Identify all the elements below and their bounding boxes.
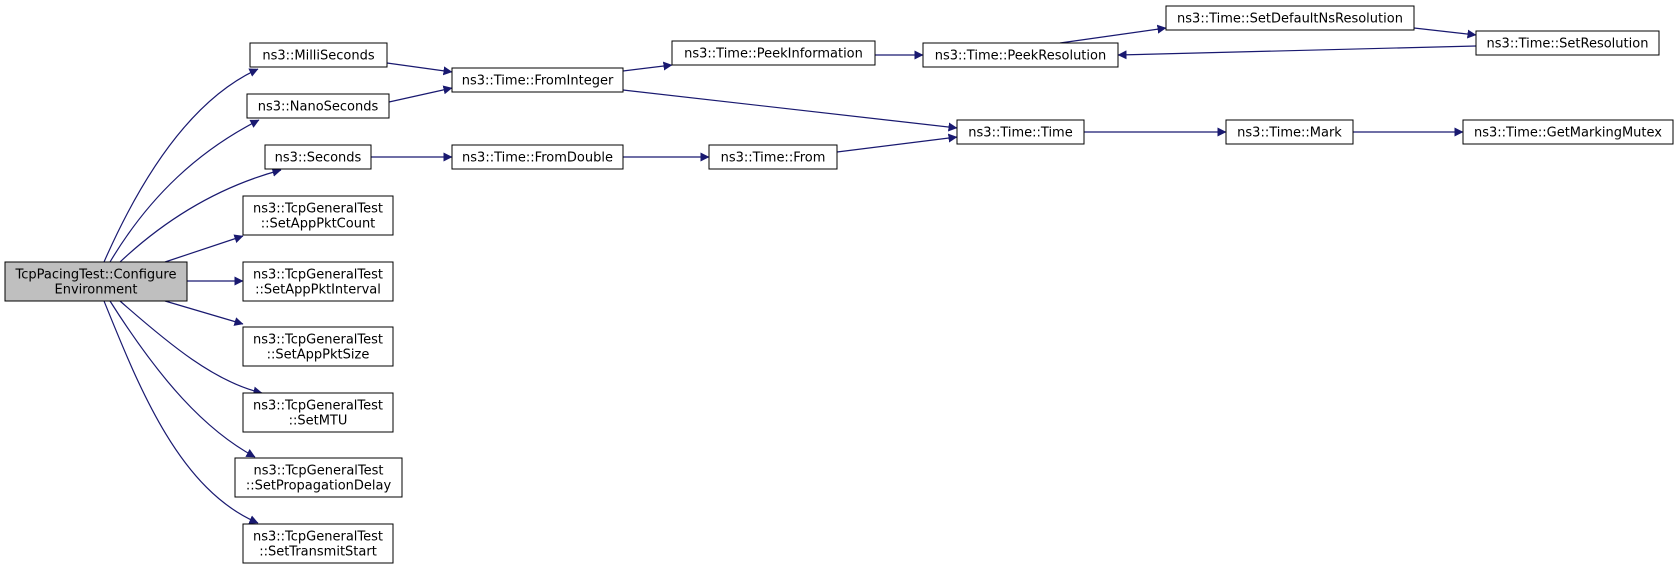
node-box [264,144,372,170]
edge-peek-resolution-to-set-default-ns-resolution [1059,24,1167,44]
node-label: ns3::Time::PeekInformation [684,47,863,62]
edge-root-to-set-mtu [119,300,263,396]
node-set-app-pkt-size[interactable]: ns3::TcpGeneralTest::SetAppPktSize [242,326,394,367]
edge-from-integer-to-time [622,89,958,132]
edge-set-resolution-to-peek-resolution [1117,45,1477,60]
node-from-double[interactable]: ns3::Time::FromDouble [451,144,624,170]
node-label: ns3::Time::FromDouble [462,151,613,166]
node-label: ns3::Time::PeekResolution [935,49,1106,64]
node-label: ns3::TcpGeneralTest [253,530,383,545]
node-box [1475,30,1660,56]
node-set-app-pkt-count[interactable]: ns3::TcpGeneralTest::SetAppPktCount [242,195,394,236]
node-label: ::SetAppPktCount [261,217,376,232]
node-milliseconds[interactable]: ns3::MilliSeconds [249,42,388,68]
node-label: ns3::Time::From [721,151,826,166]
node-label: ns3::Time::SetDefaultNsResolution [1177,12,1403,27]
node-box [242,523,394,564]
node-label: ns3::Time::Time [968,126,1072,141]
edge-root-to-set-propagation-delay [109,300,256,458]
node-set-transmit-start[interactable]: ns3::TcpGeneralTest::SetTransmitStart [242,523,394,564]
node-box [242,326,394,367]
node-label: ::SetPropagationDelay [246,479,392,494]
node-time[interactable]: ns3::Time::Time [956,119,1085,145]
node-label: ::SetMTU [289,414,348,429]
node-set-default-ns-resolution[interactable]: ns3::Time::SetDefaultNsResolution [1165,5,1415,31]
node-label: ::SetAppPktInterval [255,283,381,298]
node-label: ns3::TcpGeneralTest [253,399,383,414]
edge-from-to-time [836,133,958,153]
node-box [922,42,1119,68]
node-set-propagation-delay[interactable]: ns3::TcpGeneralTest::SetPropagationDelay [234,457,403,498]
node-peek-resolution[interactable]: ns3::Time::PeekResolution [922,42,1119,68]
edge-milliseconds-to-from-integer [386,62,453,76]
node-box [242,261,394,302]
node-from-integer[interactable]: ns3::Time::FromInteger [451,67,624,93]
node-set-mtu[interactable]: ns3::TcpGeneralTest::SetMTU [242,392,394,433]
node-from[interactable]: ns3::Time::From [708,144,838,170]
node-label: ns3::TcpGeneralTest [253,268,383,283]
node-box [1165,5,1415,31]
edge-root-to-set-app-pkt-size [164,300,244,326]
node-get-marking-mutex[interactable]: ns3::Time::GetMarkingMutex [1462,119,1674,145]
node-set-app-pkt-interval[interactable]: ns3::TcpGeneralTest::SetAppPktInterval [242,261,394,302]
node-box [451,144,624,170]
node-box [242,392,394,433]
node-box [246,93,390,119]
node-label: ns3::MilliSeconds [262,49,375,64]
node-box [4,261,188,302]
node-label: ns3::Time::GetMarkingMutex [1474,126,1662,141]
node-box [708,144,838,170]
node-box [249,42,388,68]
node-box [451,67,624,93]
edge-root-to-seconds [119,167,282,263]
edge-root-to-set-transmit-start [103,300,259,524]
node-label: ns3::TcpGeneralTest [253,333,383,348]
edge-root-to-nanoseconds [109,119,260,263]
edge-from-integer-to-peek-information [622,61,673,72]
edge-root-to-set-app-pkt-count [164,234,244,263]
node-box [1225,119,1354,145]
node-box [956,119,1085,145]
node-label: ns3::Time::SetResolution [1487,37,1649,52]
node-box [671,40,876,66]
node-box [234,457,403,498]
node-set-resolution[interactable]: ns3::Time::SetResolution [1475,30,1660,56]
node-label: ::SetTransmitStart [259,545,377,560]
node-label: ns3::Time::FromInteger [462,74,614,89]
node-label: TcpPacingTest::Configure [15,268,177,283]
node-label: ns3::Time::Mark [1237,126,1342,141]
edge-root-to-milliseconds [103,68,259,263]
node-label: ns3::NanoSeconds [258,100,379,115]
node-label: ns3::TcpGeneralTest [253,202,383,217]
node-label: ::SetAppPktSize [267,348,370,363]
edge-set-default-ns-resolution-to-set-resolution [1413,27,1477,39]
node-nanoseconds[interactable]: ns3::NanoSeconds [246,93,390,119]
node-box [242,195,394,236]
node-seconds[interactable]: ns3::Seconds [264,144,372,170]
node-peek-information[interactable]: ns3::Time::PeekInformation [671,40,876,66]
node-label: ns3::TcpGeneralTest [253,464,383,479]
node-label: Environment [54,283,137,298]
node-label: ns3::Seconds [275,151,362,166]
edge-nanoseconds-to-from-integer [388,85,453,103]
node-mark[interactable]: ns3::Time::Mark [1225,119,1354,145]
node-box [1462,119,1674,145]
